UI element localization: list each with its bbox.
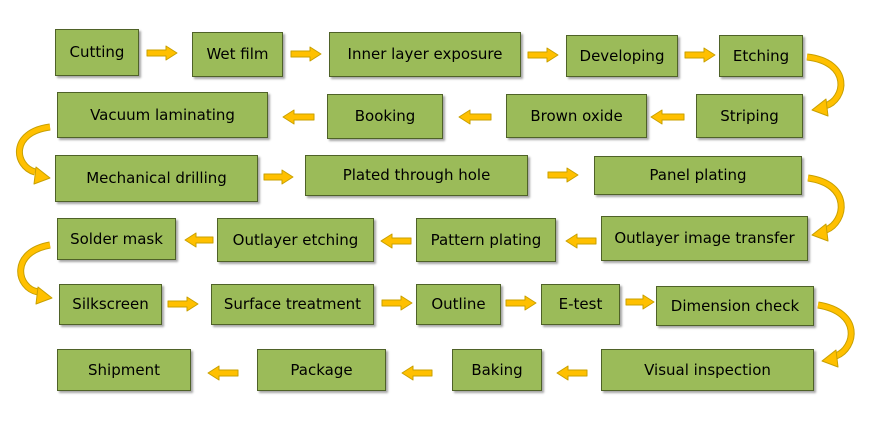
flow-arrow-15	[505, 295, 537, 311]
step-mechanical-drilling: Mechanical drilling	[55, 155, 258, 202]
step-developing: Developing	[566, 35, 678, 77]
step-surface-treatment: Surface treatment	[211, 284, 374, 325]
flow-curve-arrow-3	[807, 174, 845, 242]
step-dimension-check: Dimension check	[656, 286, 814, 326]
step-plated-through-hole: Plated through hole	[305, 155, 528, 196]
flow-arrow-11	[380, 233, 412, 249]
step-etching: Etching	[719, 35, 803, 77]
flow-arrow-1	[146, 45, 178, 61]
step-vacuum-laminating: Vacuum laminating	[57, 92, 268, 138]
flow-arrow-12	[184, 232, 214, 248]
flow-arrow-2	[290, 46, 322, 62]
step-visual-inspection: Visual inspection	[601, 349, 814, 391]
flow-curve-arrow-5	[817, 301, 855, 368]
flow-arrow-17	[556, 365, 588, 381]
step-silkscreen: Silkscreen	[59, 284, 162, 325]
flow-arrow-18	[401, 365, 433, 381]
flow-arrow-8	[263, 169, 294, 185]
flow-arrow-4	[684, 47, 716, 63]
step-pattern-plating: Pattern plating	[416, 218, 556, 262]
flow-arrow-9	[547, 167, 579, 183]
step-solder-mask: Solder mask	[57, 218, 176, 260]
step-inner-layer-exposure: Inner layer exposure	[329, 32, 521, 77]
step-wet-film: Wet film	[192, 32, 283, 77]
step-cutting: Cutting	[55, 29, 139, 76]
step-e-test: E-test	[541, 284, 620, 325]
flow-curve-arrow-1	[806, 53, 845, 117]
flow-arrow-3	[527, 47, 559, 63]
flow-arrow-7	[282, 109, 315, 125]
flow-curve-arrow-2	[16, 123, 51, 185]
step-outlayer-etching: Outlayer etching	[217, 218, 374, 262]
step-striping: Striping	[696, 94, 803, 138]
step-booking: Booking	[327, 94, 443, 139]
step-outlayer-image-transfer: Outlayer image transfer	[601, 216, 808, 261]
flow-arrow-14	[381, 295, 413, 311]
flow-arrow-13	[167, 296, 199, 312]
step-shipment: Shipment	[57, 349, 191, 391]
flow-curve-arrow-4	[17, 241, 53, 305]
step-panel-plating: Panel plating	[594, 156, 802, 195]
step-brown-oxide: Brown oxide	[506, 94, 647, 138]
flow-arrow-10	[565, 233, 597, 249]
flow-arrow-5	[650, 109, 685, 125]
flow-arrow-16	[625, 294, 655, 310]
step-outline: Outline	[416, 284, 501, 325]
flow-arrow-6	[458, 109, 492, 125]
step-package: Package	[257, 349, 386, 391]
flow-arrow-19	[207, 365, 239, 381]
step-baking: Baking	[452, 349, 542, 391]
